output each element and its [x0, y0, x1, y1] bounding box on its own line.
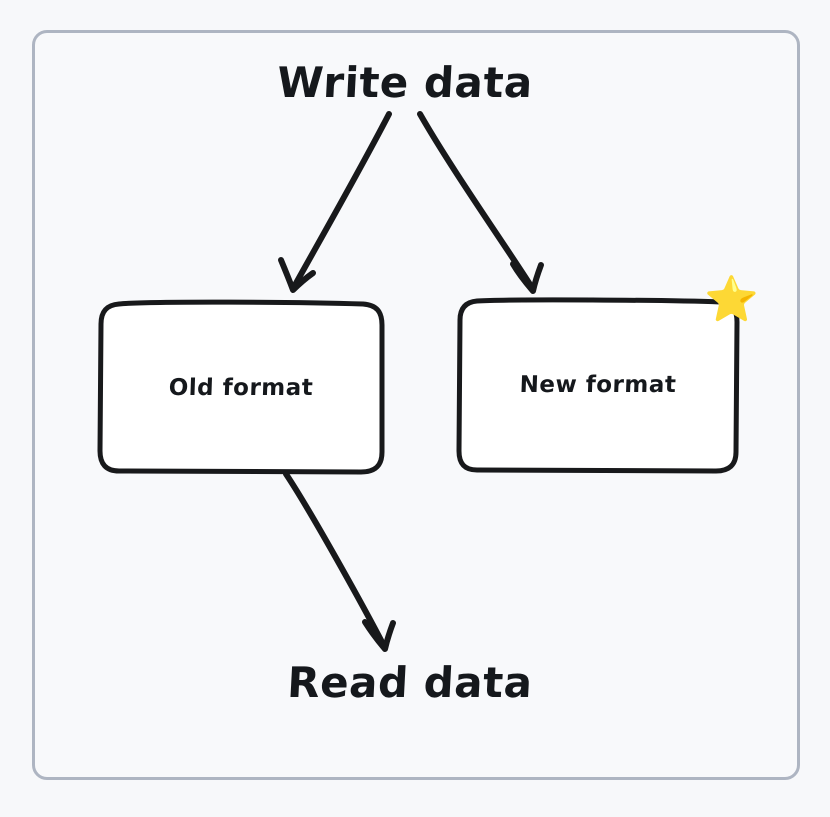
edge-old-format-to-read-arrowhead — [362, 619, 396, 652]
new-format-label: New format — [519, 372, 677, 398]
old-format-box-outline — [97, 299, 385, 475]
new-format-box-outline — [456, 297, 740, 474]
edge-write-to-old-format-arrowhead — [278, 257, 316, 293]
node-old-format[interactable] — [97, 299, 385, 475]
node-new-format[interactable] — [456, 297, 740, 474]
edge-write-to-new-format[interactable] — [417, 111, 544, 294]
edge-write-to-new-format-line — [417, 111, 534, 289]
edge-old-format-to-read-line — [283, 471, 386, 647]
old-format-label: Old format — [168, 375, 314, 401]
edge-write-to-old-format-line — [292, 111, 392, 288]
star-icon: ⭐ — [704, 274, 759, 325]
edge-old-format-to-read[interactable] — [283, 471, 396, 652]
edge-write-to-new-format-arrowhead — [510, 261, 544, 294]
write-data-label: Write data — [275, 58, 535, 107]
edge-write-to-old-format[interactable] — [278, 111, 392, 293]
read-data-label: Read data — [286, 658, 534, 707]
